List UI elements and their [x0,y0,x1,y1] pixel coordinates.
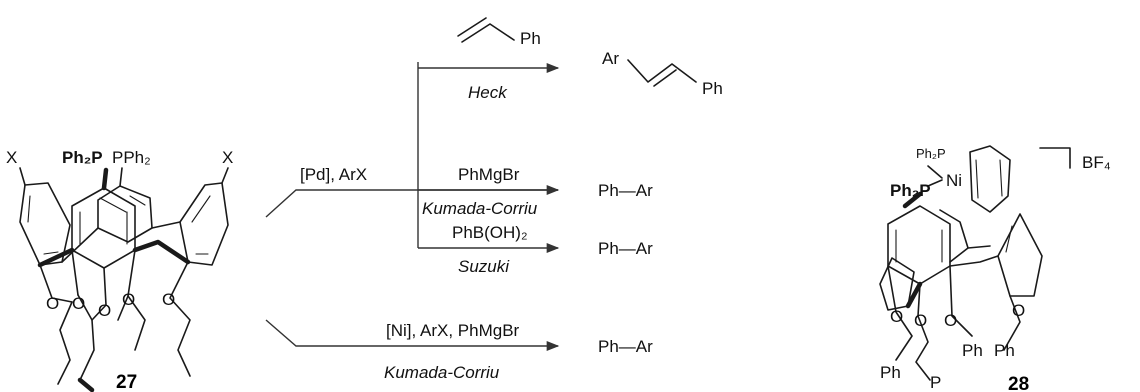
atom-o3: O [98,301,111,320]
atom-ni: Ni [946,171,962,190]
kumada-product: Ph—Ar [598,181,653,200]
kumada-name: Kumada-Corriu [422,199,538,218]
suzuki-product: Ph—Ar [598,239,653,258]
atom-p-chain-28: P [930,373,941,392]
atom-o2-28: O [914,311,927,330]
arrows [265,62,560,352]
ring-right-27 [179,182,229,266]
ring-right-28 [997,213,1043,297]
ni-reagent: [Ni], ArX, PhMgBr [386,321,520,340]
pd-reagent: [Pd], ArX [300,165,367,184]
atom-x-left: X [6,148,17,167]
compound-27-number: 27 [116,372,137,392]
compound-28-number: 28 [1008,374,1029,392]
atom-o4-28: O [1012,301,1025,320]
kumada-reagent: PhMgBr [458,165,520,184]
ring-back-27 [97,185,153,243]
heck-product-ar: Ar [602,49,619,68]
styrene-structure [457,17,515,43]
atom-o1-28: O [890,307,903,326]
atom-p-top-28: Ph₂P [916,146,946,161]
counterion: BF₄ [1082,153,1111,172]
atom-ph3-28: Ph [994,341,1015,360]
ring-left-28 [879,257,915,311]
atom-o4: O [122,290,135,309]
heck-reagent: Ph [520,29,541,48]
atom-x-right: X [222,148,233,167]
stilbene-structure [627,59,697,87]
atom-o1: O [46,294,59,313]
heck-name: Heck [468,83,508,102]
atom-ph1-28: Ph [880,363,901,382]
atom-o5: O [162,290,175,309]
ring-front-28 [887,205,951,285]
atom-o3-28: O [944,311,957,330]
atom-o2: O [72,294,85,313]
ni-product: Ph—Ar [598,337,653,356]
suzuki-reagent: PhB(OH)₂ [452,223,528,242]
ni-name: Kumada-Corriu [384,363,500,382]
atom-p-left: Ph₂P [62,148,103,167]
heck-product-ph: Ph [702,79,723,98]
atom-p-right: PPh₂ [112,148,151,167]
atom-ph2-28: Ph [962,341,983,360]
compound-28-structure [879,145,1071,381]
atom-p-main-28: Ph₂P [890,181,931,200]
compound-27-structure [19,167,229,392]
cp-ring [969,145,1011,213]
arrow-ni [265,319,560,352]
suzuki-name: Suzuki [458,257,510,276]
